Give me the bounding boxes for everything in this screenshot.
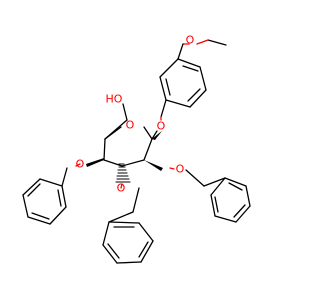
methoxyphenyl-ring (159, 58, 207, 118)
atom-o-methoxy: O (186, 34, 195, 47)
benzyl-c3 (102, 183, 154, 264)
stereo-bonds (86, 131, 163, 183)
atom-o-hydroxy: HO (106, 93, 123, 106)
atom-o-benzyl-c3: O (117, 182, 126, 195)
atom-labels: O O O HO O O O (76, 34, 195, 195)
anomeric-link (151, 116, 162, 140)
atom-o-benzyl-c2: O (176, 163, 185, 176)
methoxy-group (177, 39, 227, 60)
molecule-structure: O O O HO O O O (22, 34, 251, 264)
atom-o-anomeric: O (157, 120, 166, 133)
hydroxymethyl-group (104, 103, 128, 140)
benzyl-c2 (169, 167, 251, 223)
benzyl-c4 (22, 163, 81, 225)
atom-o-benzyl-c4: O (76, 158, 85, 171)
atom-o-ring: O (126, 119, 135, 132)
